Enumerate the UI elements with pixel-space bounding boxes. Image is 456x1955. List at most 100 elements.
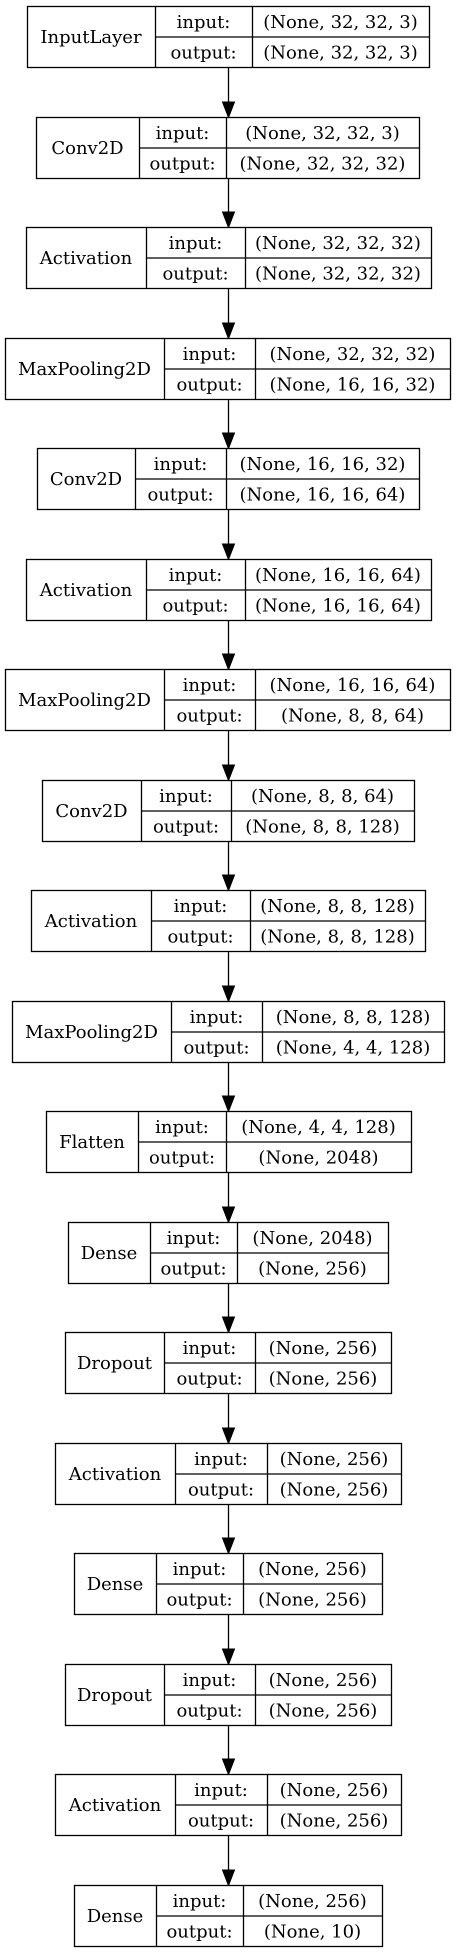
- output-label: output:: [183, 1037, 249, 1058]
- arrow-head: [221, 653, 236, 671]
- input-shape: (None, 8, 8, 128): [260, 896, 414, 917]
- input-shape: (None, 2048): [252, 1228, 372, 1249]
- output-label: output:: [147, 484, 213, 505]
- input-label: input:: [177, 12, 231, 33]
- input-shape: (None, 4, 4, 128): [241, 1117, 395, 1138]
- output-shape: (None, 256): [280, 1479, 389, 1500]
- output-label: output:: [167, 926, 233, 947]
- output-shape: (None, 32, 32, 32): [240, 153, 406, 174]
- output-label: output:: [176, 705, 242, 726]
- arrow-head: [221, 764, 236, 782]
- input-shape: (None, 256): [280, 1780, 389, 1801]
- connection-arrow: [221, 1615, 236, 1666]
- input-label: input:: [155, 1117, 209, 1138]
- layer-name: Dense: [81, 1243, 138, 1264]
- input-label: input:: [169, 565, 223, 586]
- output-shape: (None, 256): [269, 1700, 378, 1721]
- input-label: input:: [169, 233, 223, 254]
- input-label: input:: [167, 1228, 221, 1249]
- layer-node: Activation input: output: (None, 256) (None,…: [54, 1773, 403, 1837]
- arrow-head: [221, 1316, 236, 1334]
- layer-name: MaxPooling2D: [18, 690, 151, 711]
- output-shape: (None, 4, 4, 128): [276, 1037, 430, 1058]
- layer-name: Dense: [87, 1906, 144, 1927]
- input-label: input:: [194, 1449, 248, 1470]
- output-label: output:: [170, 42, 236, 63]
- input-shape: (None, 32, 32, 32): [255, 233, 421, 254]
- input-shape: (None, 32, 32, 3): [263, 12, 417, 33]
- input-shape: (None, 256): [269, 1670, 378, 1691]
- output-shape: (None, 256): [280, 1810, 389, 1831]
- connection-arrow: [221, 1173, 236, 1224]
- input-shape: (None, 256): [258, 1891, 367, 1912]
- connection-arrow: [221, 510, 236, 561]
- input-label: input:: [174, 896, 228, 917]
- input-label: input:: [154, 454, 208, 475]
- arrow-head: [221, 1537, 236, 1555]
- input-label: input:: [173, 1559, 227, 1580]
- input-shape: (None, 8, 8, 64): [251, 786, 394, 807]
- layer-name: Dropout: [77, 1685, 153, 1706]
- output-shape: (None, 16, 16, 64): [255, 595, 421, 616]
- layer-name: Dense: [87, 1574, 144, 1595]
- arrow-head: [221, 874, 236, 892]
- arrow-head: [221, 1206, 236, 1224]
- connection-arrow: [221, 179, 236, 229]
- output-shape: (None, 16, 16, 32): [270, 374, 436, 395]
- input-shape: (None, 32, 32, 3): [245, 123, 399, 144]
- output-shape: (None, 256): [269, 1368, 378, 1389]
- layer-name: Activation: [68, 1795, 162, 1816]
- input-label: input:: [183, 344, 237, 365]
- output-shape: (None, 8, 8, 64): [281, 705, 424, 726]
- connection-arrow: [221, 1284, 236, 1334]
- input-shape: (None, 256): [258, 1559, 367, 1580]
- output-label: output:: [188, 1810, 254, 1831]
- input-shape: (None, 8, 8, 128): [276, 1007, 430, 1028]
- input-shape: (None, 16, 16, 32): [240, 454, 406, 475]
- arrow-head: [221, 1095, 236, 1113]
- input-shape: (None, 256): [269, 1338, 378, 1359]
- layer-name: InputLayer: [40, 27, 142, 48]
- connection-arrow: [221, 1836, 236, 1887]
- arrow-head: [221, 543, 236, 561]
- arrow-head: [221, 985, 236, 1003]
- output-label: output:: [176, 374, 242, 395]
- output-shape: (None, 256): [258, 1589, 367, 1610]
- input-label: input:: [190, 1007, 244, 1028]
- output-shape: (None, 8, 8, 128): [260, 926, 414, 947]
- layer-name: Activation: [39, 580, 133, 601]
- input-label: input:: [183, 1670, 237, 1691]
- connection-arrow: [221, 621, 236, 671]
- output-label: output:: [166, 1921, 232, 1942]
- output-label: output:: [153, 816, 219, 837]
- connection-arrow: [221, 1394, 236, 1445]
- output-shape: (None, 16, 16, 64): [240, 484, 406, 505]
- connection-arrow: [221, 842, 236, 892]
- layer-name: Activation: [44, 911, 138, 932]
- layer-node: InputLayer input: output: (None, 32, 32, 3)…: [26, 5, 431, 69]
- input-shape: (None, 16, 16, 64): [255, 565, 421, 586]
- connection-arrow: [221, 289, 236, 340]
- output-shape: (None, 32, 32, 3): [263, 42, 417, 63]
- input-label: input:: [194, 1780, 248, 1801]
- arrow-head: [221, 432, 236, 450]
- arrow-head: [221, 1869, 236, 1887]
- output-shape: (None, 2048): [258, 1147, 378, 1168]
- output-shape: (None, 8, 8, 128): [245, 816, 399, 837]
- output-label: output:: [176, 1368, 242, 1389]
- output-label: output:: [149, 1147, 215, 1168]
- connection-arrow: [221, 1063, 236, 1113]
- layer-name: MaxPooling2D: [18, 359, 151, 380]
- connection-arrow: [221, 952, 236, 1003]
